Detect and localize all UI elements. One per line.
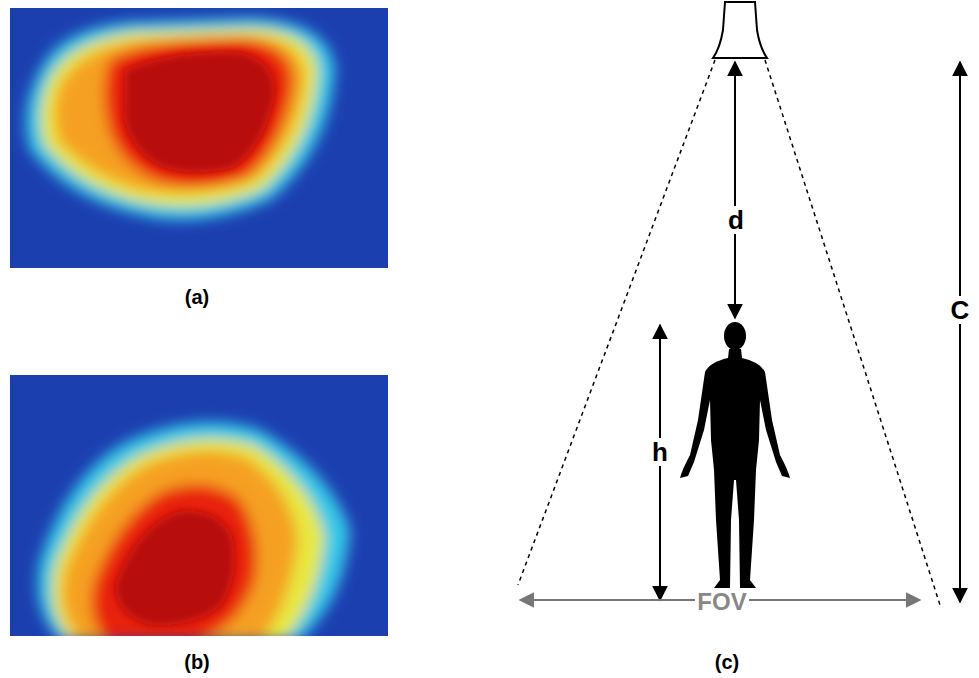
heatmap-b	[10, 375, 388, 636]
camera	[713, 2, 767, 58]
panel-label: (b)	[182, 651, 212, 673]
fov-edge	[518, 60, 715, 585]
dimension-label: C	[949, 296, 972, 324]
camera-height-arrow	[959, 62, 961, 602]
dimension-label: h	[650, 438, 670, 466]
dimension-label: d	[726, 206, 746, 234]
panel-label: (c)	[713, 651, 741, 673]
heatmap-a	[10, 8, 388, 268]
panel-label: (a)	[183, 286, 211, 308]
distance-arrow	[734, 62, 736, 318]
person-silhouette	[680, 322, 790, 588]
fov-edge	[765, 60, 940, 605]
dimension-label: FOV	[695, 589, 748, 615]
